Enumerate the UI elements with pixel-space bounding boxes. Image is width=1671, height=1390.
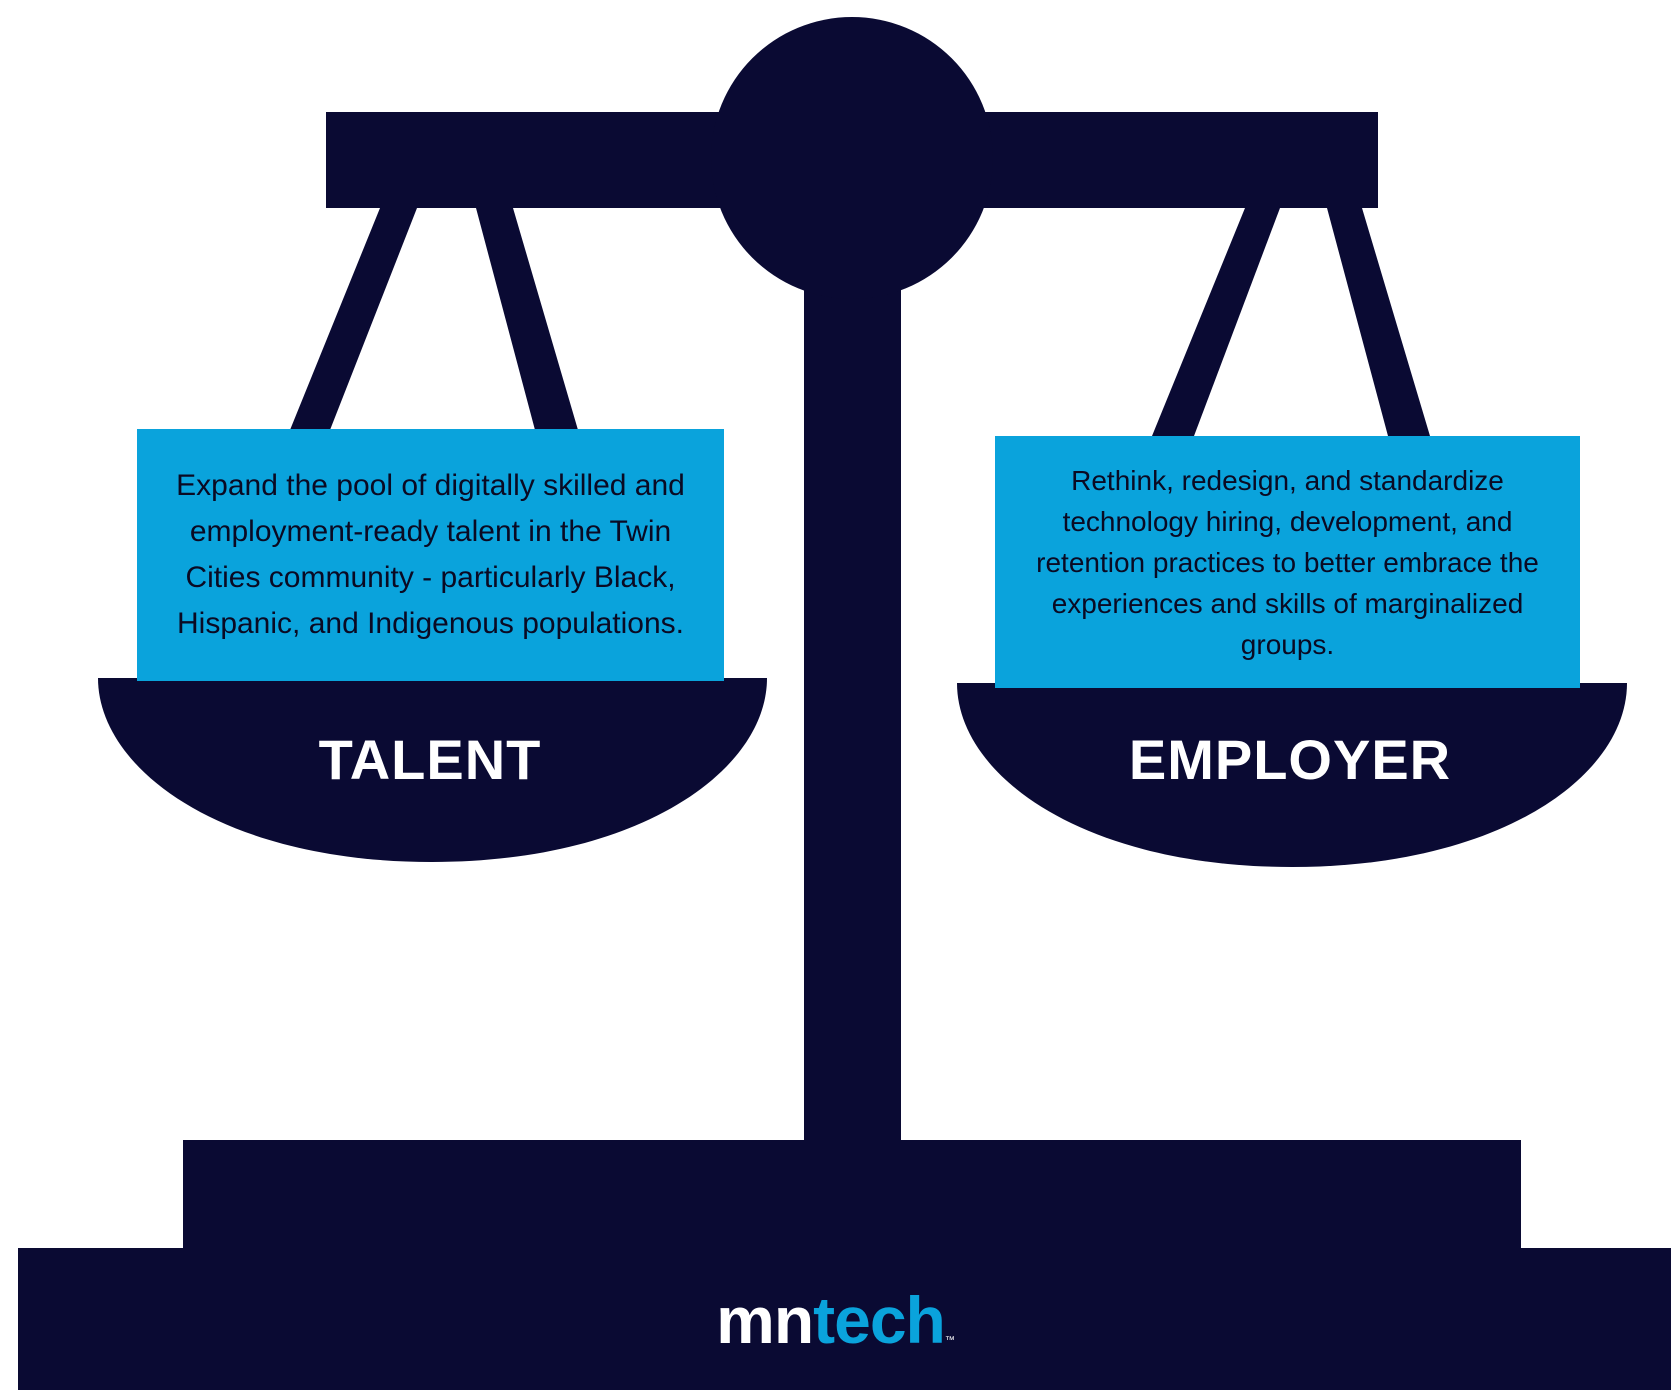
mntech-logo: mntech™ — [560, 1282, 1111, 1379]
talent-label: TALENT — [318, 728, 542, 791]
employer-description: Rethink, redesign, and standardize techn… — [1036, 464, 1539, 660]
left-pan-bowl — [98, 678, 767, 862]
scale-base-top — [183, 1140, 1521, 1252]
logo-trademark: ™ — [944, 1335, 955, 1346]
left-arm-outer — [290, 208, 417, 430]
employer-description-box: Rethink, redesign, and standardize techn… — [995, 436, 1580, 688]
scale-post — [804, 250, 901, 1145]
right-pan-bowl — [957, 683, 1627, 867]
scale-base-bottom — [18, 1248, 1671, 1390]
talent-description: Expand the pool of digitally skilled and… — [176, 469, 685, 640]
right-arm-outer — [1152, 208, 1280, 436]
employer-label: EMPLOYER — [1128, 728, 1452, 791]
logo-mn: mn — [716, 1283, 814, 1357]
talent-description-box: Expand the pool of digitally skilled and… — [137, 429, 724, 681]
left-arm-inner — [476, 208, 578, 430]
right-arm-inner — [1327, 208, 1430, 436]
logo-tech: tech — [813, 1283, 946, 1357]
scale-pivot — [711, 17, 993, 299]
